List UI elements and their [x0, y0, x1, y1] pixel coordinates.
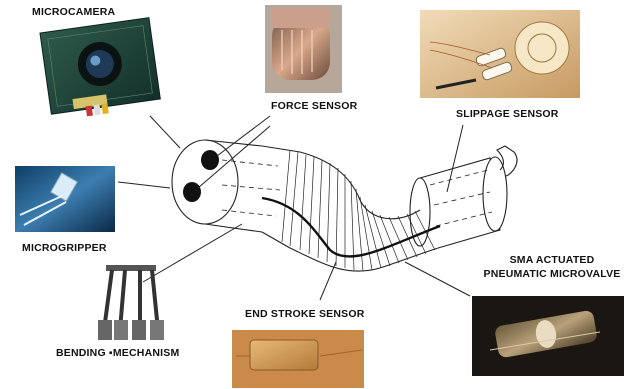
sma-valve-label-line2: PNEUMATIC MICROVALVE — [482, 268, 622, 280]
leader-lines — [118, 116, 470, 300]
end-stroke-sensor-photo-icon — [232, 330, 364, 388]
microgripper-label: MICROGRIPPER — [22, 242, 107, 254]
force-sensor-label: FORCE SENSOR — [271, 100, 357, 112]
slippage-sensor-photo-icon — [420, 10, 580, 98]
camera-board-photo-icon — [40, 18, 161, 121]
force-sensor-dot-1 — [201, 150, 219, 170]
microgripper-photo-icon — [15, 166, 115, 232]
bending-mechanism-photo-icon — [98, 265, 164, 340]
bending-mechanism-label: BENDING ▪MECHANISM — [56, 347, 179, 359]
end-stroke-sensor-label: END STROKE SENSOR — [245, 308, 365, 320]
sma-valve-label-line1: SMA ACTUATED — [482, 254, 622, 266]
microcamera-label: MICROCAMERA — [32, 6, 115, 18]
slippage-sensor-label: SLIPPAGE SENSOR — [456, 108, 559, 120]
microvalve-photo-icon — [472, 296, 624, 376]
force-sensor-photo-icon — [265, 5, 342, 93]
force-sensor-dot-2 — [183, 182, 201, 202]
robot-body — [172, 140, 517, 271]
